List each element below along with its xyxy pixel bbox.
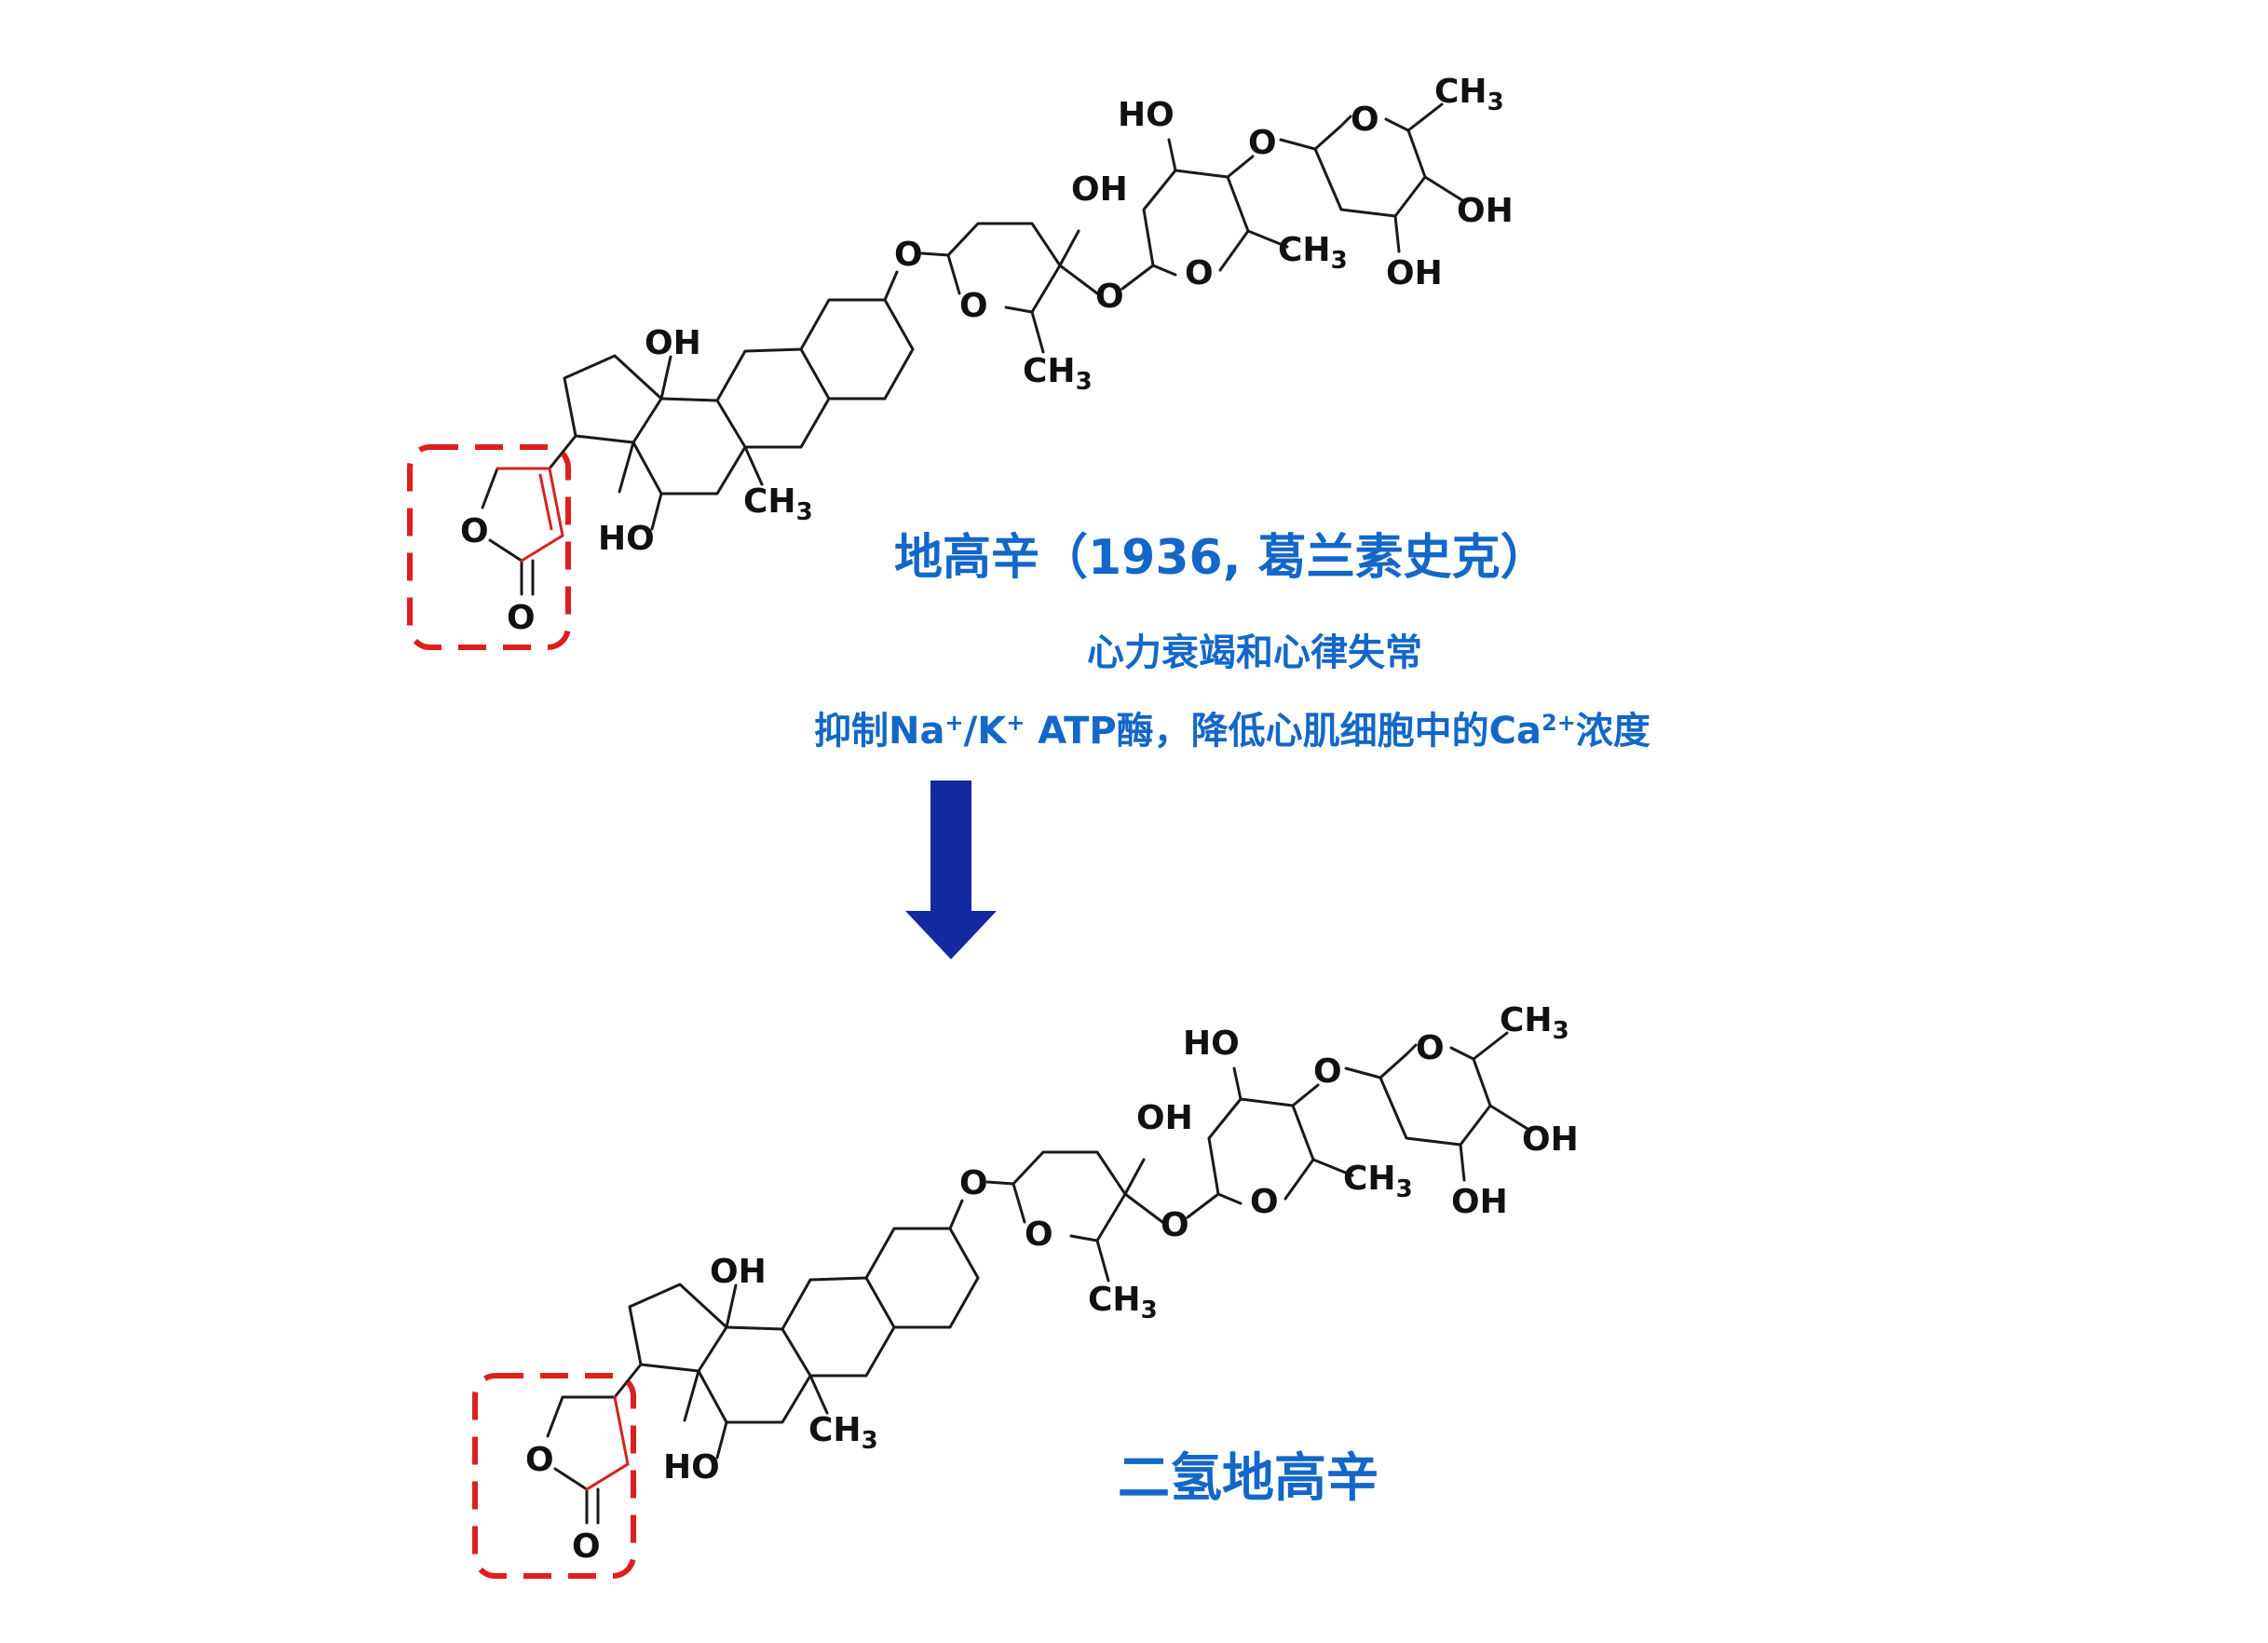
mechanism-sup-3: 2+ <box>1541 710 1576 736</box>
mechanism-sup-1: + <box>944 710 964 736</box>
mechanism-text-3: ATP酶，降低心肌细胞中的Ca <box>1025 710 1542 753</box>
lactone-highlight-box-bottom <box>472 1373 636 1579</box>
mechanism-text-1: 抑制Na <box>814 710 945 753</box>
dihydrodigoxin-structure <box>472 1001 1579 1579</box>
digoxin-structure <box>407 73 1514 650</box>
conversion-arrow <box>905 781 997 959</box>
mechanism-sup-2: + <box>1006 710 1025 736</box>
digoxin-name-caption: 地高辛（1936, 葛兰素史克） <box>894 530 1549 586</box>
indication-caption: 心力衰竭和心律失常 <box>1087 631 1422 674</box>
mechanism-text-2: /K <box>963 710 1007 753</box>
dihydrodigoxin-name-caption: 二氢地高辛 <box>1118 1448 1378 1509</box>
mechanism-text-4: 浓度 <box>1575 710 1650 753</box>
mechanism-caption: 抑制Na+/K+ ATP酶，降低心肌细胞中的Ca2+浓度 <box>814 700 1650 754</box>
lactone-highlight-box-top <box>407 444 571 650</box>
